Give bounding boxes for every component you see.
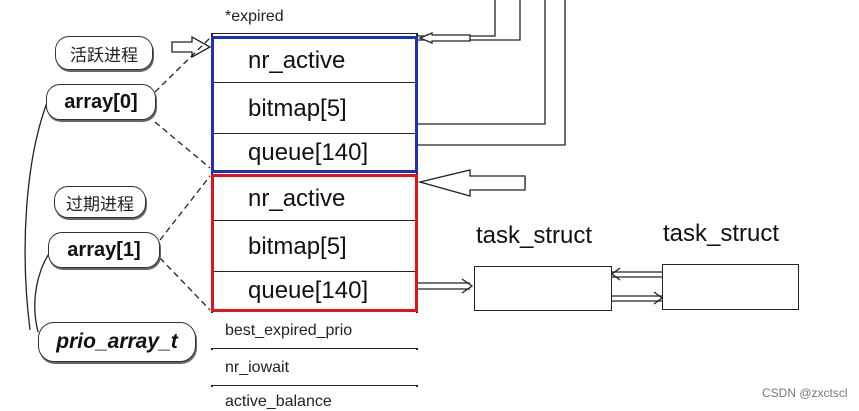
field-label: best_expired_prio — [225, 321, 353, 339]
array0-label: array[0] — [46, 84, 156, 120]
bubble-text: array[0] — [64, 90, 138, 113]
prio-array-type-label: prio_array_t — [38, 322, 196, 362]
queue-task-arrowhead — [461, 278, 474, 294]
array1-label: array[1] — [48, 232, 160, 268]
expired-field-queue: queue[140] — [214, 273, 415, 309]
runqueue-field-active-balance: active_balance — [211, 387, 418, 410]
active-field-bitmap: bitmap[5] — [214, 84, 415, 134]
expired-field-nr-active: nr_active — [214, 178, 415, 221]
array-expired-box — [211, 174, 418, 312]
task-struct-box-right — [662, 264, 799, 310]
active-field-nr-active: nr_active — [214, 40, 415, 83]
expired-field-bitmap: bitmap[5] — [214, 222, 415, 272]
field-label: queue[140] — [248, 138, 369, 166]
callout-array0-bottom — [154, 121, 211, 169]
hollow-arrow-active — [171, 35, 212, 59]
bubble-text: array[1] — [67, 238, 141, 261]
callout-array1-bottom — [159, 257, 211, 311]
field-label: nr_iowait — [225, 358, 290, 376]
field-label: *expired — [225, 7, 284, 25]
runqueue-field-expired: *expired — [211, 0, 418, 34]
expired-pointer-line-1 — [418, 0, 496, 37]
active-pointer-line-2 — [418, 0, 566, 146]
hollow-arrow-expired — [417, 169, 526, 197]
watermark: CSDN @zxctscl — [762, 386, 848, 400]
task-struct-box-left — [474, 266, 612, 311]
field-label: queue[140] — [248, 277, 369, 304]
active-field-queue: queue[140] — [214, 135, 415, 170]
task-struct-title-right: task_struct — [663, 220, 780, 247]
prio-curve-2 — [34, 251, 51, 333]
hollow-arrow-top — [418, 32, 471, 44]
expired-pointer-line-2 — [418, 0, 521, 41]
task-struct-title-left: task_struct — [476, 222, 593, 249]
bubble-text: prio_array_t — [56, 330, 178, 353]
field-label: nr_active — [248, 47, 346, 74]
bubble-text: 过期进程 — [66, 194, 134, 215]
runqueue-field-nr-iowait: nr_iowait — [211, 350, 418, 386]
active-pointer-line-1 — [418, 0, 546, 125]
field-label: bitmap[5] — [248, 94, 347, 122]
task-link-arrowhead-2 — [653, 291, 664, 305]
field-label: nr_active — [248, 185, 346, 212]
array-active-box — [211, 36, 418, 173]
active-process-label: 活跃进程 — [55, 36, 153, 70]
callout-array1-top — [159, 175, 211, 241]
task-link-arrowhead-1 — [610, 267, 621, 281]
expired-process-label: 过期进程 — [54, 186, 146, 218]
field-label: bitmap[5] — [248, 232, 347, 260]
bubble-text: 活跃进程 — [70, 45, 138, 66]
field-label: active_balance — [225, 392, 332, 410]
runqueue-field-best-expired-prio: best_expired_prio — [211, 313, 418, 349]
callout-array0-top — [154, 37, 211, 93]
prio-curve-1 — [24, 99, 49, 331]
